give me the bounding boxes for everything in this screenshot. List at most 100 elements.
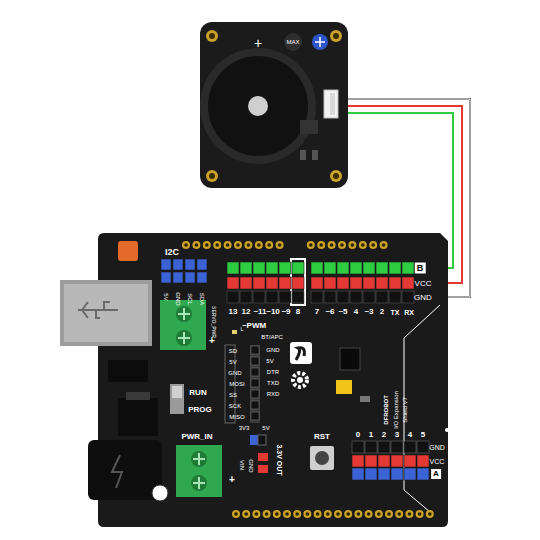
pin xyxy=(402,262,414,274)
pin-headers xyxy=(161,241,434,518)
header-hole xyxy=(377,512,381,516)
pin xyxy=(266,277,278,289)
pin xyxy=(253,262,265,274)
header-hole xyxy=(330,243,334,247)
silkscreen-label: 5V xyxy=(262,425,269,431)
header-hole xyxy=(285,512,289,516)
silkscreen-label: VCC xyxy=(430,458,445,465)
header-hole xyxy=(265,241,273,249)
pin xyxy=(363,291,375,303)
header-hole xyxy=(346,512,350,516)
silkscreen-label: I/O Expansion xyxy=(393,391,399,429)
pin xyxy=(279,262,291,274)
silkscreen-label: ~11 xyxy=(253,308,266,316)
pin xyxy=(292,262,304,274)
pin xyxy=(389,291,401,303)
silkscreen-label: 5V xyxy=(163,293,169,300)
silkscreen-label: VIN xyxy=(239,460,245,470)
silkscreen-label: SS xyxy=(229,392,237,398)
pin xyxy=(161,259,171,270)
header-hole xyxy=(275,512,279,516)
silkscreen-label: 3 xyxy=(395,431,399,439)
header-hole xyxy=(336,512,340,516)
silkscreen-label: 0 xyxy=(356,431,360,439)
pin xyxy=(279,277,291,289)
pin xyxy=(324,291,336,303)
header-hole xyxy=(244,241,252,249)
pin xyxy=(311,277,323,289)
header-hole xyxy=(395,510,403,518)
pin xyxy=(197,272,207,283)
header-hole xyxy=(273,510,281,518)
pin-row-tag: A xyxy=(431,469,441,479)
pin xyxy=(391,441,403,453)
pin xyxy=(337,291,349,303)
pin xyxy=(337,277,349,289)
silkscreen-label: L xyxy=(241,327,244,332)
silkscreen-label: GND xyxy=(248,459,254,472)
silkscreen-label: 2 xyxy=(380,308,384,316)
silkscreen-label: ~PWM xyxy=(242,322,266,330)
header-hole xyxy=(224,241,232,249)
header-hole xyxy=(351,243,355,247)
pin-row-tag: B xyxy=(415,263,426,274)
silkscreen-label: 5V xyxy=(229,359,236,365)
pin xyxy=(253,277,265,289)
silkscreen-label: SDA xyxy=(199,293,205,305)
header-hole xyxy=(371,243,375,247)
silkscreen-label: DFROBOT xyxy=(383,395,389,425)
pin xyxy=(251,390,259,398)
wires xyxy=(338,99,470,297)
pin xyxy=(185,259,195,270)
silkscreen-label: GND xyxy=(266,347,279,353)
pin xyxy=(227,277,239,289)
pin xyxy=(279,291,291,303)
pin xyxy=(173,272,183,283)
pin xyxy=(404,455,416,467)
header-hole xyxy=(242,510,250,518)
header-hole xyxy=(226,243,230,247)
pin xyxy=(161,272,171,283)
header-hole xyxy=(416,510,424,518)
header-hole xyxy=(283,510,291,518)
silkscreen-label: ~6 xyxy=(325,308,334,316)
pin xyxy=(391,468,403,480)
header-hole xyxy=(369,241,377,249)
header-hole xyxy=(293,510,301,518)
header-hole xyxy=(361,243,365,247)
header-hole xyxy=(255,241,263,249)
silkscreen-label: 2 xyxy=(382,431,386,439)
pin xyxy=(389,277,401,289)
silkscreen-label: ~5 xyxy=(338,308,347,316)
header-hole xyxy=(309,243,313,247)
header-hole xyxy=(303,510,311,518)
silkscreen-label: GND xyxy=(175,292,181,305)
silkscreen-label: GND xyxy=(228,370,241,376)
pin xyxy=(253,291,265,303)
header-hole xyxy=(405,510,413,518)
silkscreen-label: SCL xyxy=(187,293,193,305)
pin xyxy=(352,455,364,467)
header-hole xyxy=(408,512,412,516)
header-hole xyxy=(380,241,388,249)
pin xyxy=(251,368,259,376)
header-hole xyxy=(348,241,356,249)
header-hole xyxy=(234,241,242,249)
silkscreen-label: 4 xyxy=(354,308,358,316)
header-hole xyxy=(247,243,251,247)
header-hole xyxy=(307,241,315,249)
pin xyxy=(417,455,429,467)
pin xyxy=(292,291,304,303)
silkscreen-label: MAX xyxy=(286,39,299,45)
pin xyxy=(378,455,390,467)
pin xyxy=(240,262,252,274)
pin xyxy=(404,468,416,480)
header-hole xyxy=(278,243,282,247)
pin xyxy=(266,291,278,303)
pin xyxy=(311,291,323,303)
silkscreen-label: + xyxy=(229,475,235,485)
header-hole xyxy=(306,512,310,516)
header-hole xyxy=(324,510,332,518)
